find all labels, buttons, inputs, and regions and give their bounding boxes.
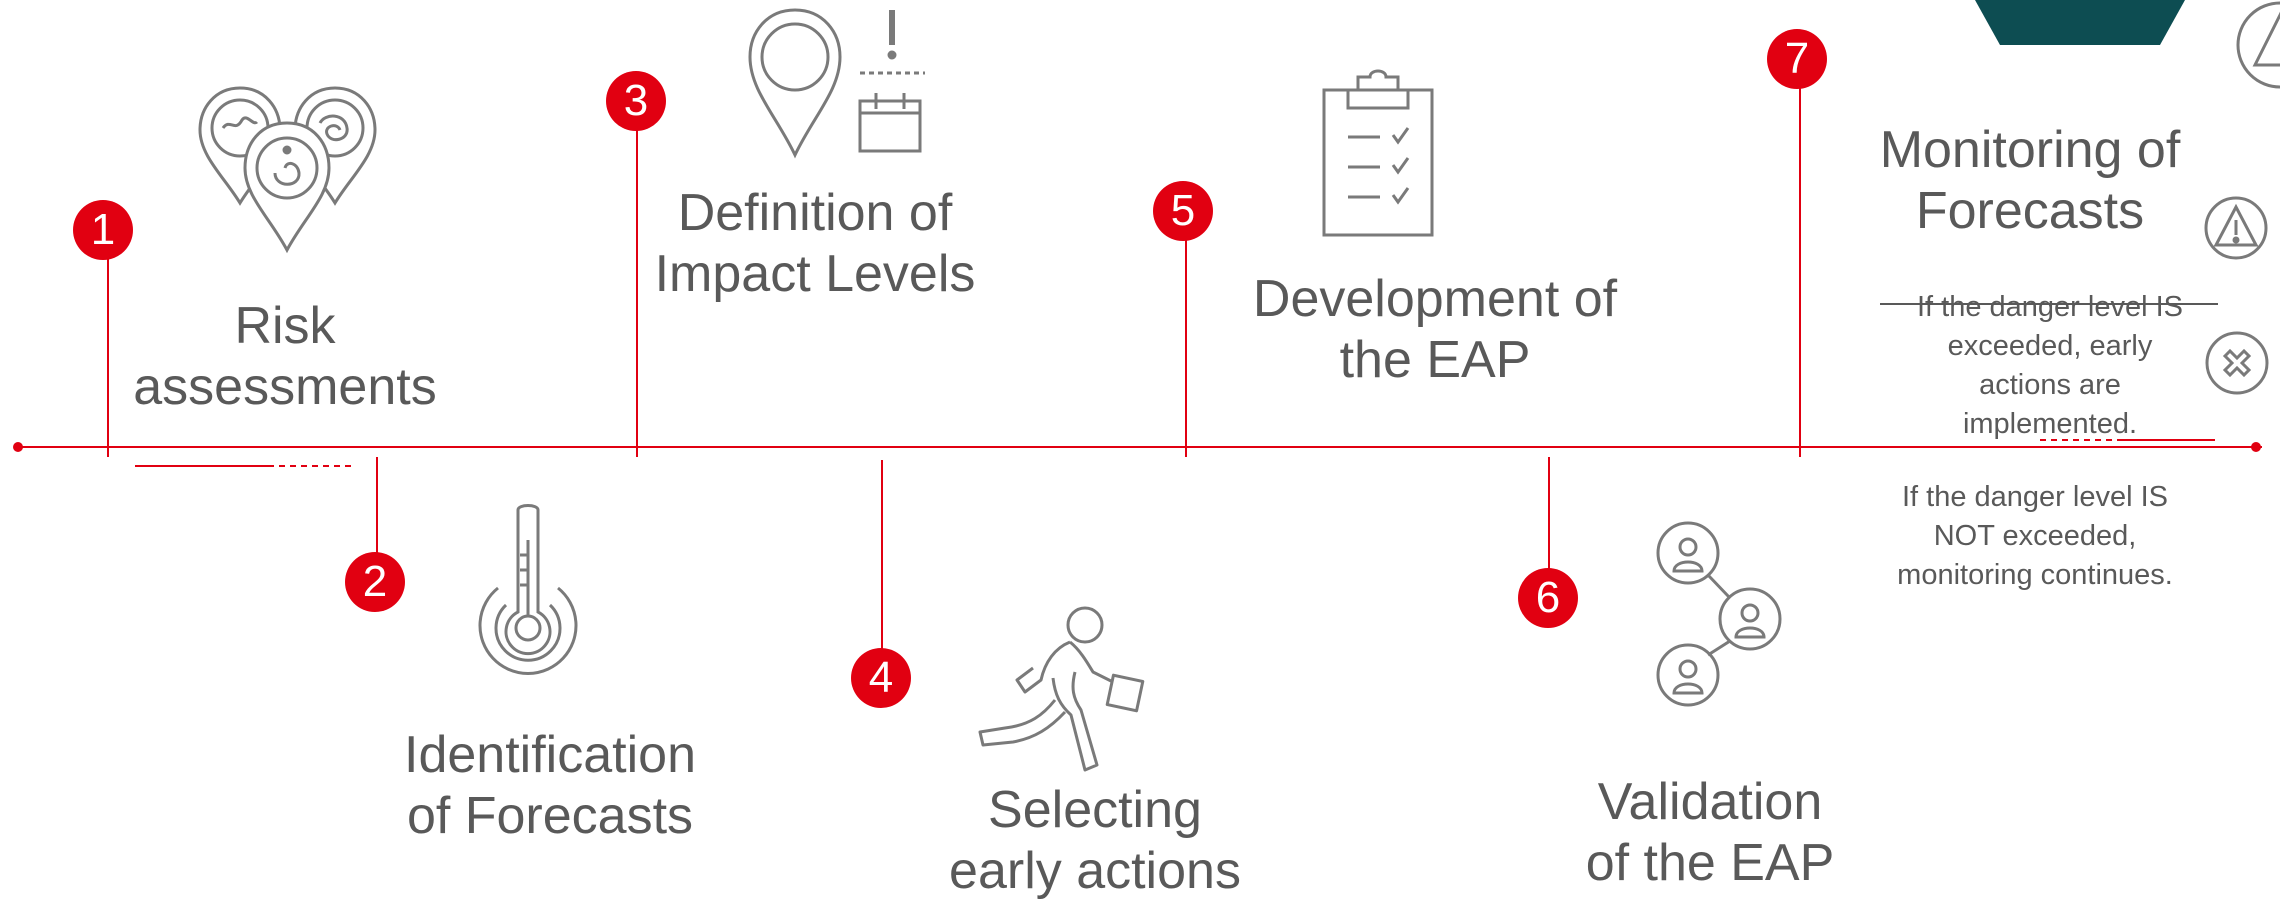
teal-banner-shape [1975, 0, 2185, 45]
clipboard-checklist-icon [1322, 69, 1434, 237]
step-2-title: Identification of Forecasts [375, 725, 725, 848]
step-1-title: Risk assessments [110, 296, 460, 419]
thermometer-icon [478, 504, 578, 675]
step-4-title-line-1: Selecting [988, 781, 1202, 839]
step-7-title: Monitoring of Forecasts [1850, 120, 2210, 243]
step-5-title-line-1: Development of [1252, 270, 1618, 328]
exceeded-line-2: exceeded, early [1947, 330, 2153, 363]
step-4-title: Selecting early actions [920, 780, 1270, 903]
monitoring-exceeded-note: If the danger level IS exceeded, early a… [1860, 288, 2240, 445]
step-7-badge: 7 [1767, 29, 1827, 89]
people-network-icon [1656, 521, 1782, 707]
step-2-title-line-2: of Forecasts [406, 787, 694, 846]
step-5-title-line-2: the EAP [1339, 331, 1531, 390]
step-5-badge: 5 [1153, 181, 1213, 241]
not-exceeded-line-1: If the danger level IS [1902, 481, 2168, 513]
step-5-title: Development of the EAP [1220, 269, 1650, 392]
exceeded-line-1: If the danger level IS [1917, 291, 2183, 323]
step-1-badge: 1 [73, 200, 133, 260]
warning-circle-icon [2204, 196, 2268, 260]
step-4-title-line-2: early actions [949, 842, 1241, 901]
warning-triangle-icon [2236, 1, 2280, 89]
step-6-badge: 6 [1518, 568, 1578, 628]
timeline-end-dot [2251, 442, 2261, 452]
step-1-title-line-2: assessments [133, 358, 437, 417]
cancel-circle-icon [2205, 331, 2269, 395]
step-6-title-line-1: Validation [1597, 773, 1823, 831]
map-pins-icon [198, 86, 377, 254]
not-exceeded-line-3: monitoring continues. [1897, 559, 2173, 592]
step-4-badge: 4 [851, 648, 911, 708]
monitoring-not-exceeded-note: If the danger level IS NOT exceeded, mon… [1845, 478, 2225, 595]
timeline-start-dot [13, 442, 23, 452]
step-3-title-line-1: Definition of [677, 184, 953, 242]
step-7-title-line-1: Monitoring of [1879, 121, 2181, 179]
not-exceeded-line-2: NOT exceeded, [1933, 520, 2137, 553]
step-1-title-line-1: Risk [234, 297, 336, 355]
step-6-title-line-2: of the EAP [1585, 834, 1835, 893]
step-3-badge: 3 [606, 71, 666, 131]
location-pin-calendar-icon [748, 8, 925, 159]
step-6-title: Validation of the EAP [1535, 772, 1885, 895]
step-3-title-line-2: Impact Levels [654, 245, 976, 304]
step-7-title-line-2: Forecasts [1915, 182, 2145, 241]
exceeded-line-4: implemented. [1962, 408, 2138, 441]
step-2-title-line-1: Identification [404, 726, 696, 784]
step-2-badge: 2 [345, 552, 405, 612]
running-person-icon [978, 606, 1145, 772]
exceeded-line-3: actions are [1979, 369, 2121, 402]
step-3-title: Definition of Impact Levels [640, 183, 990, 306]
